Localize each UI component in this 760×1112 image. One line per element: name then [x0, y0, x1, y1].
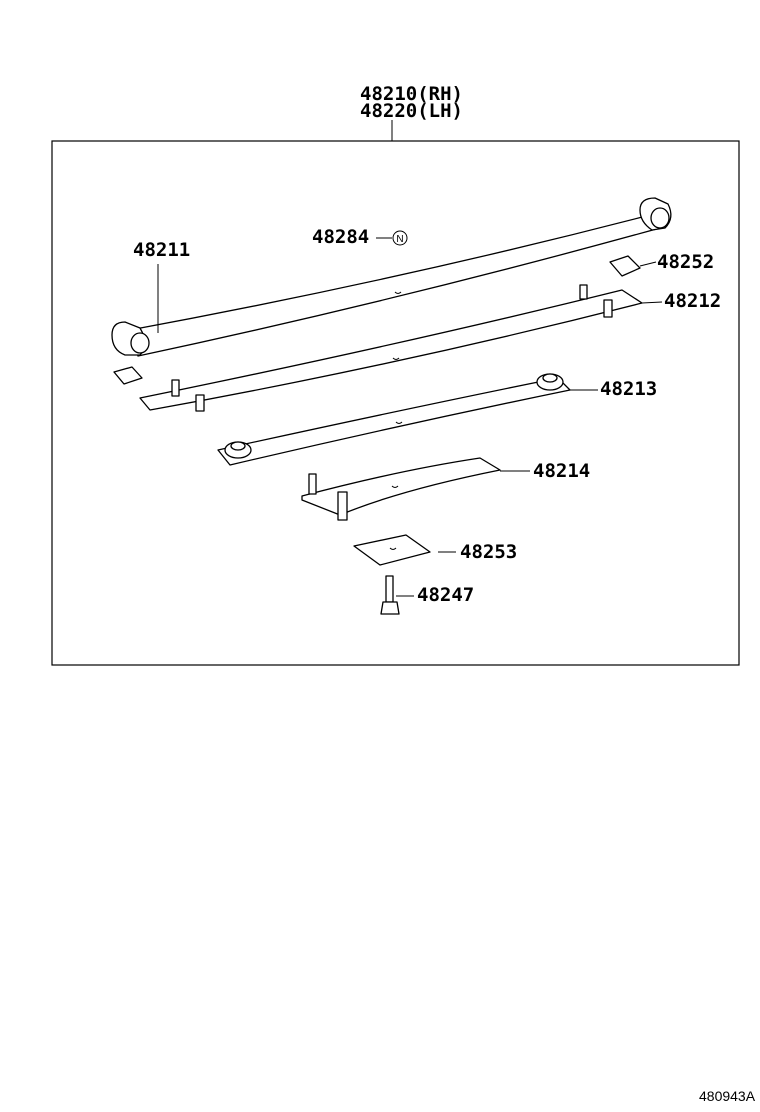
part-label-48247[interactable]: 48247 [417, 584, 474, 606]
part-48247-bolt[interactable] [380, 575, 400, 615]
part-label-48284[interactable]: 48284 [312, 226, 369, 248]
part-label-48212[interactable]: 48212 [664, 290, 721, 312]
part-label-48213[interactable]: 48213 [600, 378, 657, 400]
note-circle-icon [392, 230, 408, 246]
part-48253-plate[interactable] [353, 534, 431, 566]
part-48212-leaf[interactable] [139, 284, 643, 412]
part-48252-clip[interactable] [113, 255, 641, 385]
assembly-label-lh: 48220(LH) [360, 100, 463, 122]
assembly-frame [51, 140, 740, 666]
part-label-48214[interactable]: 48214 [533, 460, 590, 482]
part-48211-main-leaf[interactable] [111, 197, 672, 357]
part-label-48211[interactable]: 48211 [133, 239, 190, 261]
assembly-label-rh: 48210(RH) [360, 83, 463, 105]
part-label-48253[interactable]: 48253 [460, 541, 517, 563]
part-label-48252[interactable]: 48252 [657, 251, 714, 273]
note-symbol: N [396, 234, 403, 245]
part-48214-leaf[interactable] [301, 457, 501, 521]
diagram-code: 480943A [699, 1088, 756, 1104]
